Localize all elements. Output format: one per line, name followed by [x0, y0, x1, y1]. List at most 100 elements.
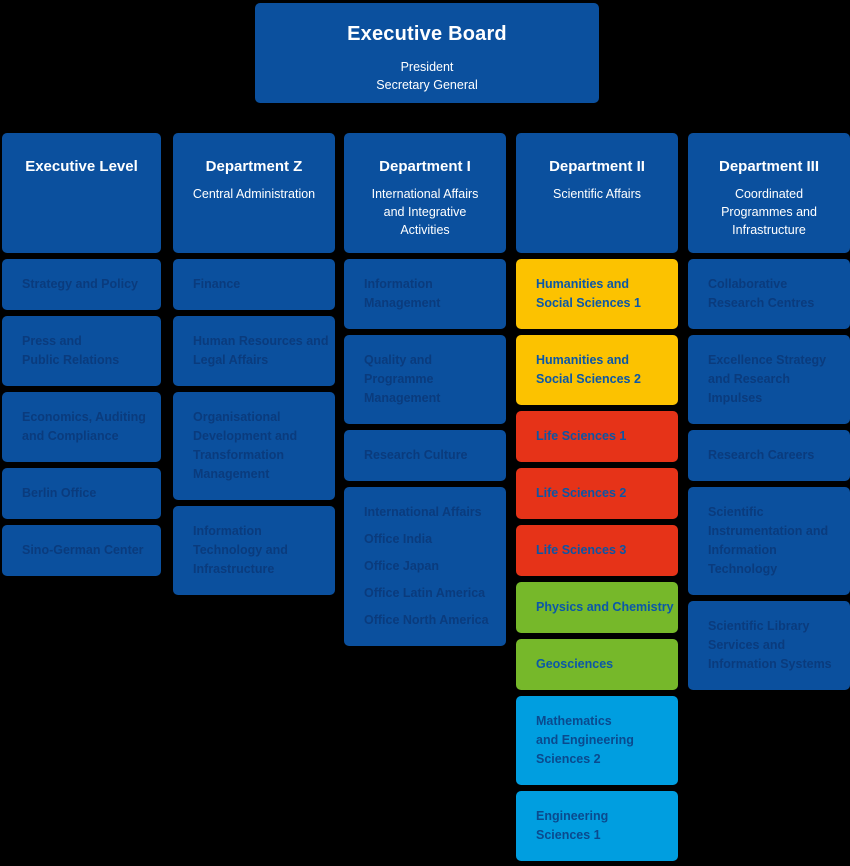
- item-label-line: Research Careers: [708, 448, 815, 462]
- item-label-line: Organisational: [193, 410, 281, 424]
- item-label-line: Management: [364, 391, 441, 405]
- executive-board-member: Secretary General: [376, 78, 478, 92]
- item-label-line: Strategy and Policy: [22, 277, 139, 291]
- column-subtitle-line: Coordinated: [734, 187, 804, 201]
- item-label-line: Engineering: [536, 809, 609, 823]
- column-header-department-z[interactable]: Department Z Central Administration: [173, 133, 335, 253]
- item-physics-and-chemistry[interactable]: Physics and Chemistry: [516, 582, 678, 633]
- item-label-line: Sciences 1: [536, 828, 601, 842]
- item-label-line: Legal Affairs: [193, 353, 269, 367]
- item-label-line: Life Sciences 3: [536, 543, 627, 557]
- item-finance[interactable]: Finance: [173, 259, 335, 310]
- item-label-line: Humanities and: [536, 353, 630, 367]
- item-label-line: Information Systems: [708, 657, 832, 671]
- column-subtitle-line: Scientific Affairs: [552, 187, 641, 201]
- item-strategy-and-policy[interactable]: Strategy and Policy: [2, 259, 161, 310]
- item-label-line: Technology and: [193, 543, 288, 557]
- item-label-line: Social Sciences 1: [536, 296, 641, 310]
- item-research-culture[interactable]: Research Culture: [344, 430, 506, 481]
- item-label-line: Technology: [708, 562, 778, 576]
- item-label-line: Sino-German Center: [22, 543, 144, 557]
- column-subtitle-line: Infrastructure: [732, 223, 806, 237]
- item-label-line: Economics, Auditing: [22, 410, 146, 424]
- item-label-line: Impulses: [708, 391, 763, 405]
- item-economics-auditing-and-compliance[interactable]: Economics, Auditing and Compliance: [2, 392, 161, 462]
- item-label-line: Scientific Library: [708, 619, 810, 633]
- item-label-line: Office India: [364, 532, 433, 546]
- item-label-line: Quality and: [364, 353, 433, 367]
- column-subtitle-line: and Integrative: [383, 205, 467, 219]
- column-subtitle: Central Administration: [173, 185, 335, 203]
- item-label-line: Excellence Strategy: [708, 353, 827, 367]
- item-label-line: Life Sciences 2: [536, 486, 627, 500]
- item-label-line: International Affairs: [364, 505, 482, 519]
- item-sino-german-center[interactable]: Sino-German Center: [2, 525, 161, 576]
- column-title: Executive Level: [25, 158, 138, 175]
- column-title: Department Z: [205, 158, 303, 175]
- item-life-sciences-2[interactable]: Life Sciences 2: [516, 468, 678, 519]
- executive-board-title: Executive Board: [347, 23, 507, 45]
- column-subtitle-line: Central Administration: [192, 187, 316, 201]
- item-label-line: Management: [364, 296, 441, 310]
- item-label-line: Information: [364, 277, 433, 291]
- item-label-line: Physics and Chemistry: [536, 600, 674, 614]
- item-label-line: Finance: [193, 277, 241, 291]
- item-geosciences[interactable]: Geosciences: [516, 639, 678, 690]
- item-label-line: and Engineering: [536, 733, 634, 747]
- item-label-line: Sciences 2: [536, 752, 601, 766]
- item-label-line: Office Japan: [364, 559, 440, 573]
- item-label-line: Programme: [364, 372, 434, 386]
- executive-board-member: President: [400, 60, 454, 74]
- item-label-line: Public Relations: [22, 353, 120, 367]
- item-label-line: Humanities and: [536, 277, 630, 291]
- item-label-line: Scientific: [708, 505, 764, 519]
- item-label-line: Office North America: [364, 613, 489, 627]
- column-header-department-ii[interactable]: Department II Scientific Affairs: [516, 133, 678, 253]
- item-label-line: and Compliance: [22, 429, 119, 443]
- item-label-line: Research Culture: [364, 448, 468, 462]
- item-label-line: Mathematics: [536, 714, 612, 728]
- item-label-line: Life Sciences 1: [536, 429, 627, 443]
- column-header-executive-level[interactable]: Executive Level: [2, 133, 161, 253]
- item-research-careers[interactable]: Research Careers: [688, 430, 850, 481]
- item-label-line: Human Resources and: [193, 334, 329, 348]
- item-life-sciences-1[interactable]: Life Sciences 1: [516, 411, 678, 462]
- item-label-line: Collaborative: [708, 277, 788, 291]
- column-subtitle-line: International Affairs: [371, 187, 479, 201]
- column-title: Department III: [718, 158, 820, 175]
- item-life-sciences-3[interactable]: Life Sciences 3: [516, 525, 678, 576]
- column-title: Department II: [549, 158, 645, 175]
- item-label-line: Press and: [22, 334, 82, 348]
- item-label-line: Development and: [193, 429, 298, 443]
- item-label-line: Information: [708, 543, 777, 557]
- item-label-line: Transformation: [193, 448, 284, 462]
- column-subtitle-line: Activities: [400, 223, 450, 237]
- item-label-line: and Research: [708, 372, 790, 386]
- item-berlin-office[interactable]: Berlin Office: [2, 468, 161, 519]
